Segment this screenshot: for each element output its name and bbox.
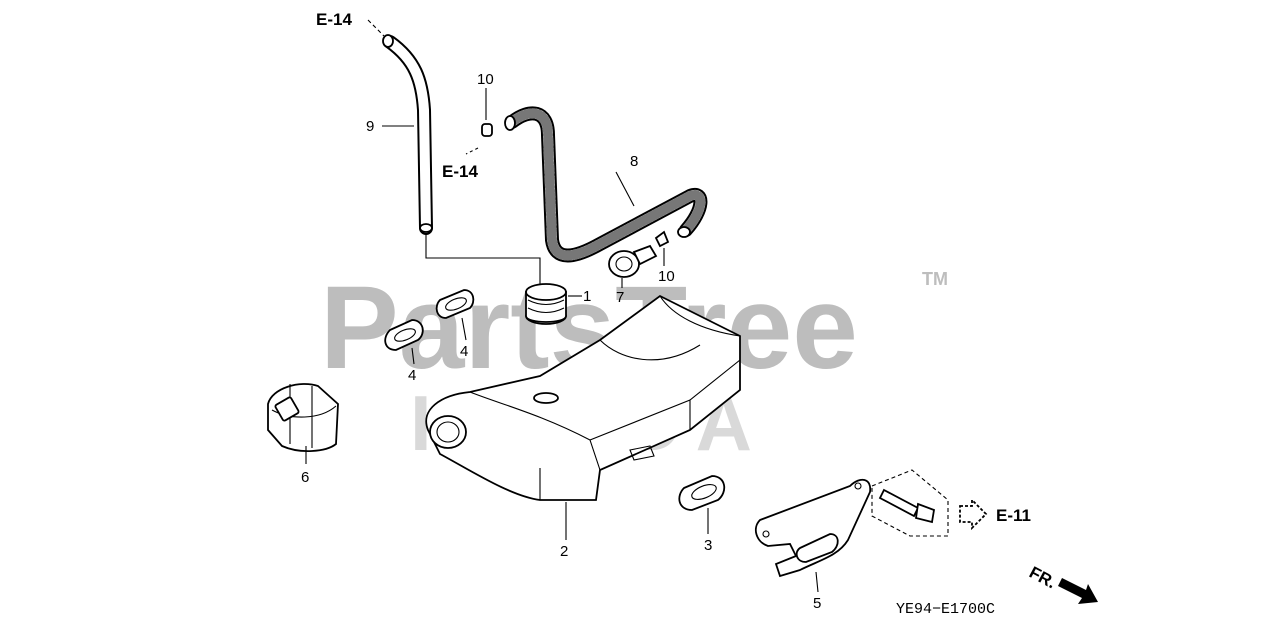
reference-e11[interactable]: E-11 [996, 506, 1031, 525]
callout-9: 9 [366, 118, 374, 135]
callout-leaders [305, 88, 819, 593]
hose-clip-part-10-lower[interactable] [654, 230, 670, 248]
diagram-code: YE94−E1700C [896, 601, 995, 618]
callout-1: 1 [583, 288, 591, 305]
front-direction-marker: FR. [1026, 563, 1098, 604]
callout-8: 8 [630, 153, 638, 170]
mounting-rubber-part-4-lower[interactable] [384, 319, 424, 351]
fuel-tank-grommet-part-1[interactable] [525, 283, 567, 325]
mounting-rubber-part-4-upper[interactable] [435, 289, 475, 319]
callout-6: 6 [301, 469, 309, 486]
bolt-reference-e11[interactable] [871, 469, 949, 537]
fuel-hose-part-9[interactable] [382, 34, 433, 235]
callout-10-lower: 10 [658, 268, 675, 285]
tank-bracket-part-5[interactable] [754, 478, 872, 578]
vent-hose-part-8[interactable] [504, 106, 708, 263]
reference-e14-mid[interactable]: E-14 [442, 162, 478, 181]
leader-e14-mid [465, 147, 479, 155]
callout-10-upper: 10 [477, 71, 494, 88]
callout-4-upper: 4 [460, 343, 468, 360]
reference-e14-top[interactable]: E-14 [316, 10, 352, 29]
fuel-cap-part-6[interactable] [267, 383, 339, 452]
front-arrow-icon [1058, 578, 1098, 604]
callout-7: 7 [616, 289, 624, 306]
fuel-joint-part-7[interactable] [608, 244, 658, 278]
leader-e14-top [367, 19, 385, 37]
callout-5: 5 [813, 595, 821, 612]
callout-4-lower: 4 [408, 367, 416, 384]
mounting-rubber-part-3[interactable] [678, 475, 726, 511]
fuel-tank-part-2[interactable] [425, 294, 741, 501]
leader-hose-to-joint [425, 234, 541, 286]
callout-2: 2 [560, 543, 568, 560]
hose-clip-part-10-upper[interactable] [481, 123, 493, 137]
arrow-right-icon [959, 497, 988, 531]
callout-3: 3 [704, 537, 712, 554]
front-label: FR. [1026, 563, 1059, 593]
watermark-trademark: TM [922, 269, 948, 289]
